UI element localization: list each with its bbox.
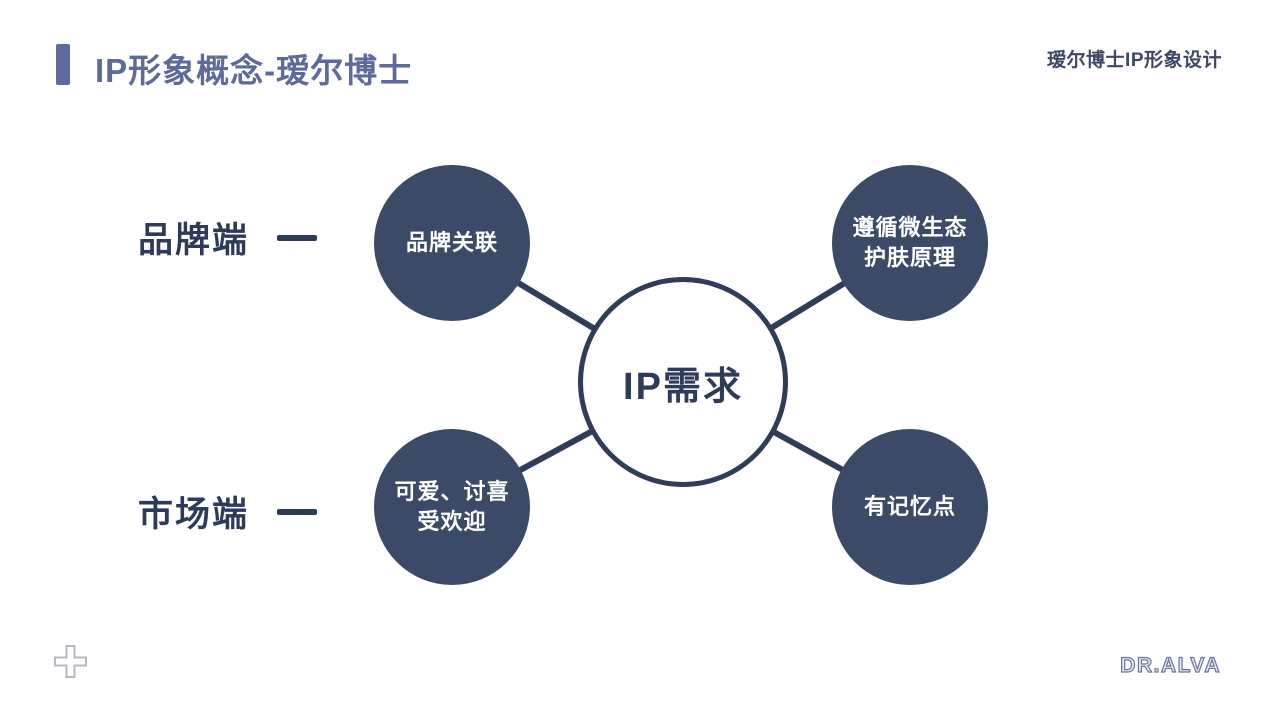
header: IP形象概念-瑷尔博士 瑷尔博士IP形象设计 — [0, 0, 1280, 110]
brand-logo: DR.ALVA — [1120, 653, 1221, 677]
node-cute-popular: 可爱、讨喜 受欢迎 — [374, 429, 530, 585]
node-microecology-principle: 遵循微生态 护肤原理 — [832, 165, 988, 321]
side-label-market: 市场端 — [138, 486, 318, 537]
center-node-ip-demand: IP需求 — [578, 277, 788, 487]
brand-side-label: 品牌端 — [138, 221, 250, 260]
plus-icon — [54, 645, 87, 678]
market-dash — [277, 508, 318, 515]
node-brand-association: 品牌关联 — [374, 165, 530, 321]
page-title: IP形象概念-瑷尔博士 — [95, 52, 413, 89]
header-watermark: 瑷尔博士IP形象设计 — [1047, 50, 1222, 71]
title-accent-bar — [56, 44, 70, 85]
market-side-label: 市场端 — [138, 495, 250, 534]
brand-dash — [277, 234, 318, 241]
center-node-label: IP需求 — [623, 365, 743, 408]
node-memorable: 有记忆点 — [832, 429, 988, 585]
side-label-brand: 品牌端 — [138, 212, 318, 263]
